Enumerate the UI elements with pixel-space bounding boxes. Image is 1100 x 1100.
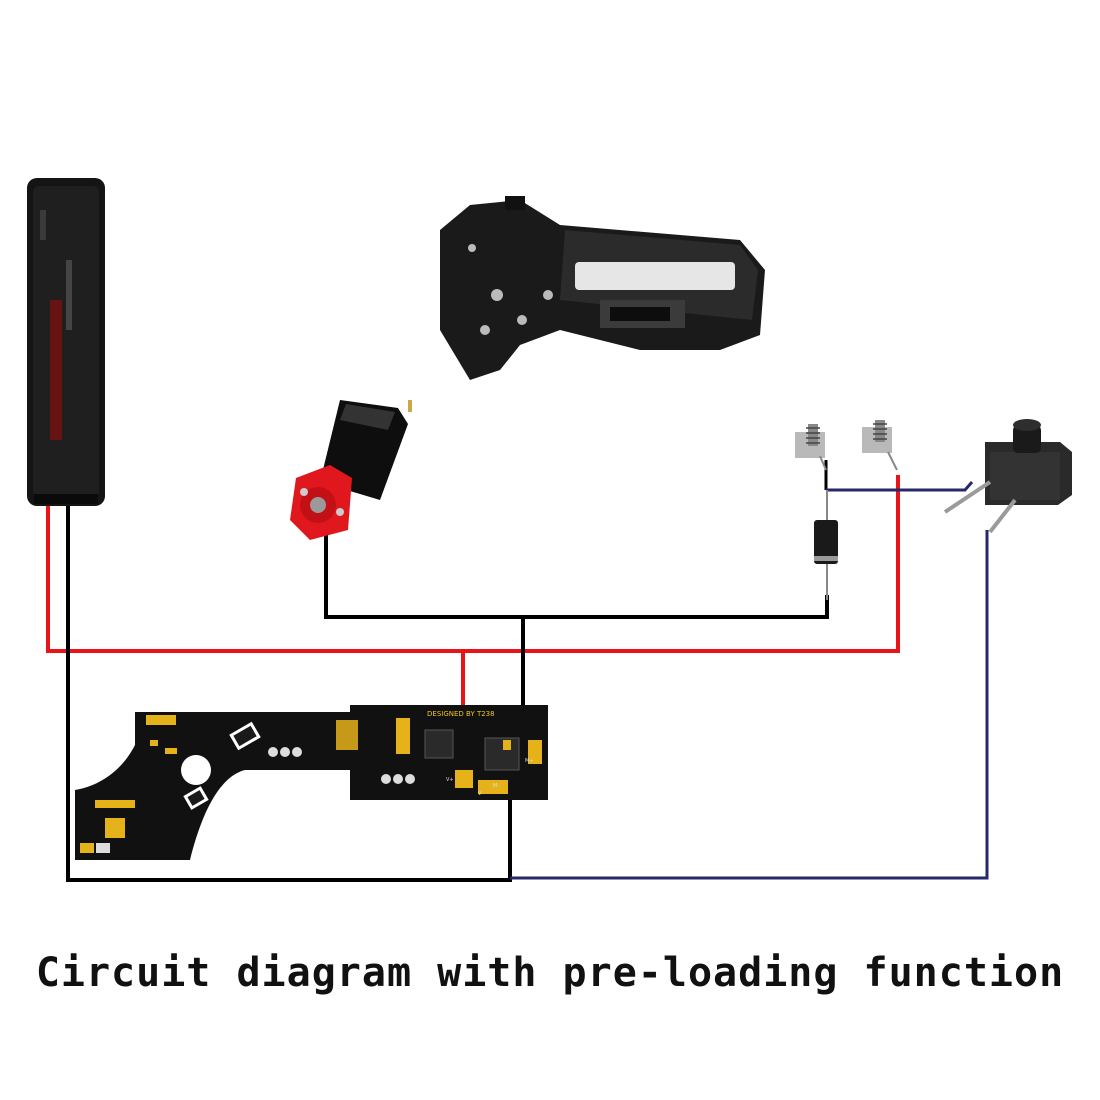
pcb-pad-label-v-plus: V+ [446, 777, 454, 783]
spring-contact-left [795, 424, 827, 471]
lipo-battery [27, 178, 105, 506]
blue-spring-to-switch-wire [826, 481, 974, 492]
tactile-switch [943, 419, 1072, 534]
motor-image [290, 400, 412, 540]
pcb-pad-label-v-minus: V- [478, 791, 483, 797]
mosfet-pcb [75, 705, 548, 860]
pcb-pad-label-m-plus: M+ [525, 758, 534, 764]
diode [814, 490, 838, 600]
gearbox-image [440, 196, 765, 380]
wires [46, 460, 989, 882]
red-positive-wire [46, 475, 900, 653]
pcb-pad-label-m-minus: M- [493, 783, 499, 789]
black-motor-wire [324, 525, 829, 619]
blue-switch-to-pcb-wire [510, 530, 989, 880]
pcb-designer-label: DESIGNED BY T238 [427, 710, 495, 718]
diagram-caption: Circuit diagram with pre-loading functio… [35, 950, 1065, 996]
black-battery-negative-wire [66, 505, 512, 882]
spring-contact-right [862, 420, 898, 471]
